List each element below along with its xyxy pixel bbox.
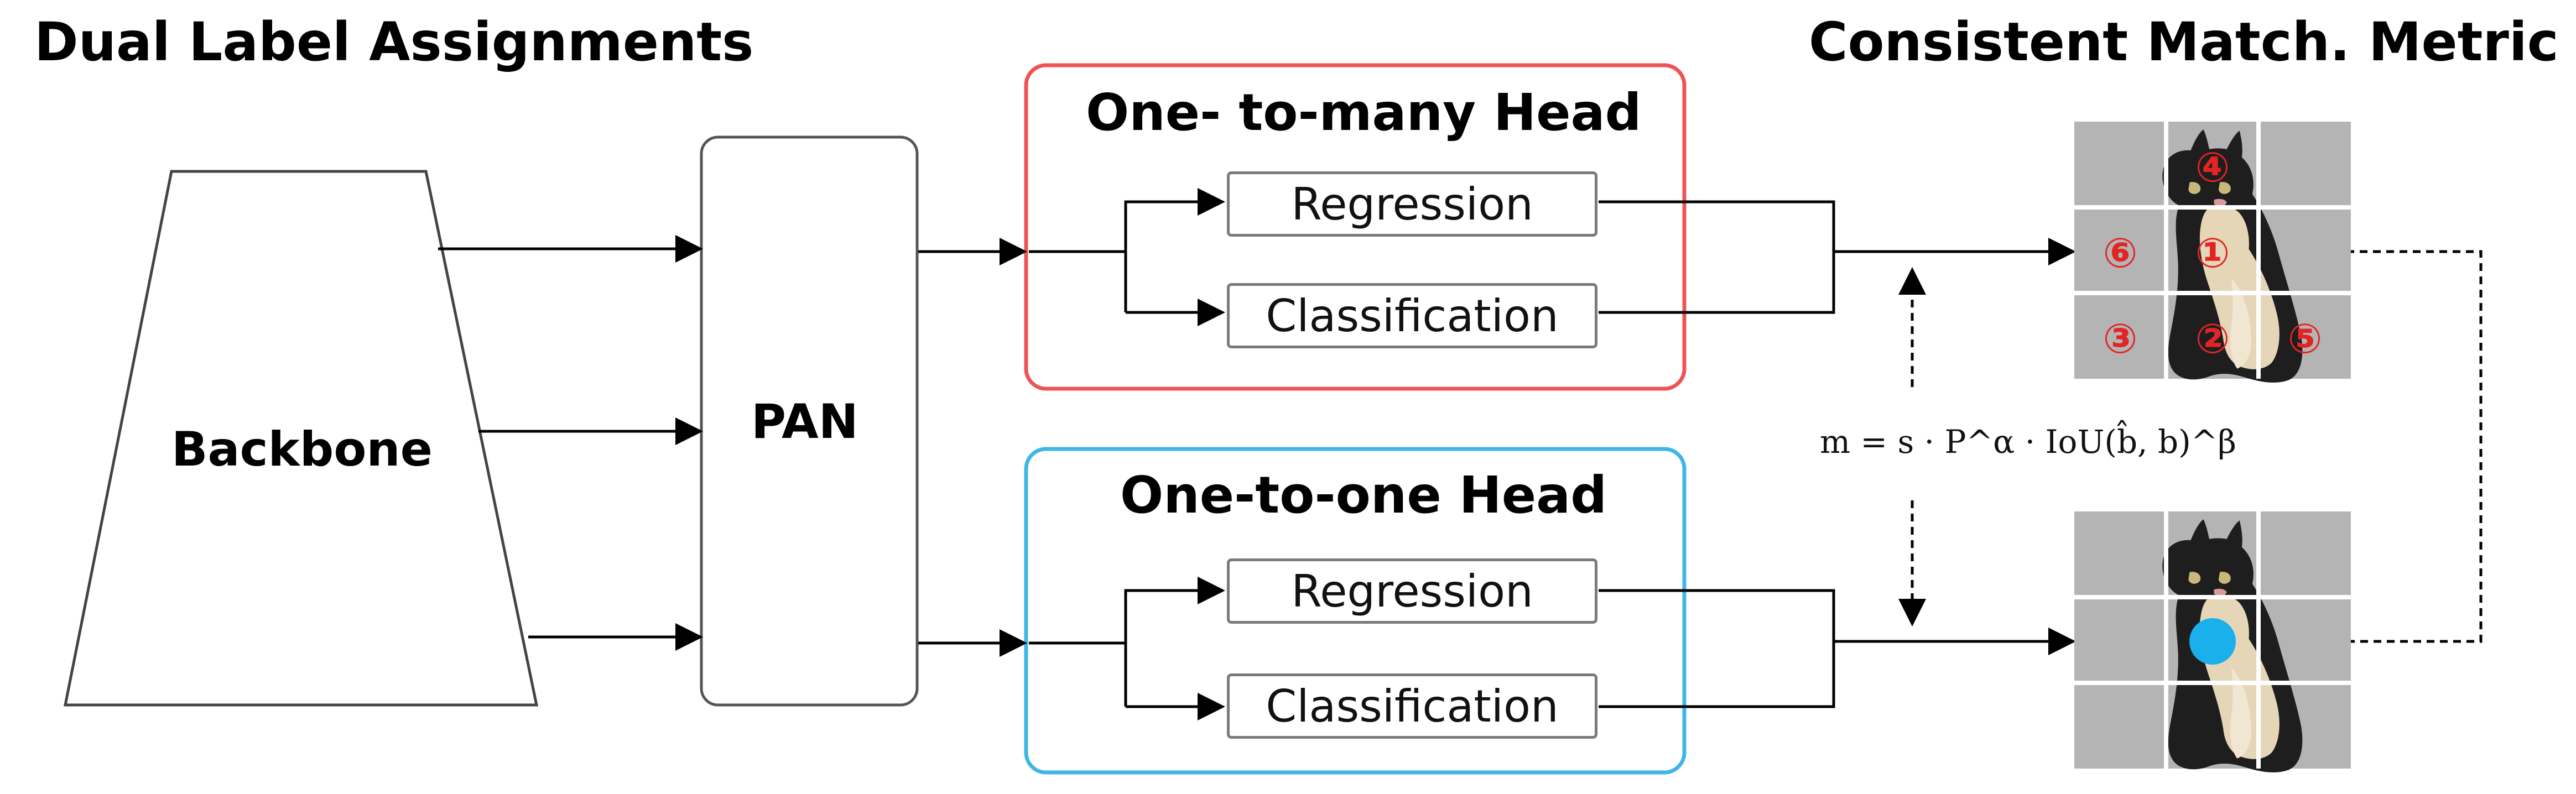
consistent-match-metric-title: Consistent Match. Metric <box>1809 11 2559 73</box>
one-to-many-head-title: One- to-many Head <box>1086 83 1642 142</box>
marker-1: ① <box>2195 229 2230 277</box>
one-to-many-regression-box: Regression <box>1227 171 1597 237</box>
dual-label-assignments-title: Dual Label Assignments <box>34 11 754 73</box>
one-to-many-head-box <box>1024 63 1687 391</box>
marker-6: ⑥ <box>2103 229 2138 277</box>
marker-5: ⑤ <box>2288 315 2323 363</box>
one-to-one-match-dot <box>2189 618 2236 665</box>
one-to-one-head-title: One-to-one Head <box>1120 466 1607 525</box>
one-to-one-output-merge <box>1599 589 2076 708</box>
one-to-one-classification-box: Classification <box>1227 673 1597 739</box>
assignment-markers: ④ ⑥ ① ③ ② ⑤ <box>2103 144 2323 363</box>
pan-label: PAN <box>751 394 858 450</box>
one-to-many-image-grid <box>2074 122 2351 383</box>
matching-metric-formula: m = s · P^α · IoU(b̂, b)^β <box>1820 423 2236 461</box>
one-to-one-image-grid <box>2074 511 2351 772</box>
one-to-many-classification-box: Classification <box>1227 283 1597 348</box>
one-to-one-head-box <box>1024 447 1687 775</box>
one-to-many-branch <box>1029 188 1225 326</box>
marker-4: ④ <box>2195 144 2230 191</box>
one-to-one-branch <box>1029 577 1225 720</box>
one-to-many-output-merge <box>1599 200 2076 314</box>
consistency-dashed-loop <box>2254 238 2483 643</box>
backbone-label: Backbone <box>171 422 433 477</box>
one-to-one-regression-box: Regression <box>1227 558 1597 624</box>
backbone-block <box>63 170 539 707</box>
marker-2: ② <box>2195 315 2230 363</box>
marker-3: ③ <box>2103 315 2138 363</box>
